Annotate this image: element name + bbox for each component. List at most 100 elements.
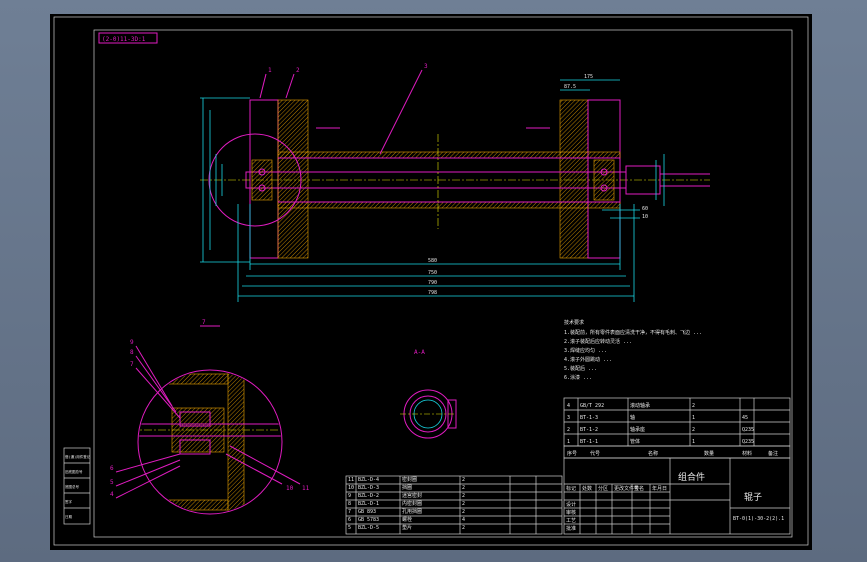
dim-10: 10 [642,214,648,220]
balloon-9: 9 [130,339,134,346]
balloon-11: 11 [302,485,310,492]
table-cell: 1 [692,415,695,421]
tube-bottom [277,201,621,209]
table-cell: 5 [348,525,351,531]
balloon-8: 8 [130,349,134,356]
balloon-6: 6 [110,465,114,472]
svg-text:5.装配后 ...: 5.装配后 ... [564,365,597,372]
cad-viewport[interactable]: (2-0)11-3D:1 [50,14,812,550]
right-bearing-housing [587,99,621,259]
table-cell: 迷宫密封 [402,492,422,499]
dim-60: 60 [642,206,648,212]
svg-text:底图总号: 底图总号 [65,484,79,489]
table-cell: 密封圈 [402,476,417,483]
svg-text:1.装配前，所有零件表面应清洗干净，不得有毛刺、飞边 ...: 1.装配前，所有零件表面应清洗干净，不得有毛刺、飞边 ... [564,329,702,336]
table-cell: BZL-D-5 [358,525,379,531]
svg-text:6.涂漆 ...: 6.涂漆 ... [564,374,592,381]
main-view: 580 750 790 798 175 87.5 60 10 1 2 3 [200,63,710,302]
dim-580: 580 [428,258,437,264]
table-cell: BT-1-1 [580,439,598,445]
dim-790: 790 [428,280,437,286]
svg-text:3.焊缝应均匀 ...: 3.焊缝应均匀 ... [564,347,607,354]
table-cell: 9 [348,493,351,499]
table-cell: 4 [567,403,570,409]
table-cell: 7 [348,509,351,515]
balloon-5: 5 [110,479,114,486]
svg-text:2.滚子装配后应转动灵活 ...: 2.滚子装配后应转动灵活 ... [564,338,632,345]
assembly-label: 组合件 [678,471,705,483]
table-cell: 45 [742,415,748,421]
svg-text:签字: 签字 [65,499,72,504]
dim-175: 175 [584,74,593,80]
sheet-outer-border [53,16,809,546]
table-cell: 10 [348,485,354,491]
sheet-inner-border [93,29,793,538]
svg-text:审核: 审核 [566,509,576,516]
table-cell: GB/T 292 [580,403,604,409]
table-cell: 孔用挡圈 [402,508,422,515]
detail-circle [208,133,302,227]
svg-text:旧底图总号: 旧底图总号 [65,469,83,474]
table-cell: 2 [462,477,465,483]
svg-text:更改文件号: 更改文件号 [614,485,639,492]
svg-text:序号: 序号 [567,450,577,457]
table-cell: 3 [567,415,570,421]
svg-text:处数: 处数 [582,485,592,492]
svg-text:签名: 签名 [634,485,644,492]
table-cell: 2 [462,525,465,531]
table-cell: 2 [692,403,695,409]
technical-notes: 技术要求 1.装配前，所有零件表面应清洗干净，不得有毛刺、飞边 ... 2.滚子… [564,319,702,381]
svg-text:日期: 日期 [65,514,72,519]
table-cell: Q235 [742,439,754,445]
table-cell: 轴 [630,414,635,421]
table-cell: 1 [567,439,570,445]
table-cell: BZL-D-1 [358,501,379,507]
svg-text:名称: 名称 [648,450,658,457]
svg-text:标记: 标记 [566,485,576,492]
left-bearing [251,159,273,201]
table-cell: 轴承座 [630,426,645,433]
svg-text:设计: 设计 [566,501,576,508]
dim-750: 750 [428,270,437,276]
table-cell: 螺栓 [402,516,412,523]
table-cell: 2 [462,501,465,507]
shaft-end [625,165,661,195]
svg-text:批准: 批准 [566,525,576,532]
svg-text:工艺: 工艺 [566,518,576,524]
dimension-lines [200,79,665,302]
balloon-1: 1 [268,67,272,74]
table-cell: BZL-D-3 [358,485,379,491]
dim-798: 798 [428,290,437,296]
table-cell: 垫片 [402,524,412,531]
table-cell: 内密封圈 [402,500,422,507]
drawing-canvas: (2-0)11-3D:1 [53,16,809,546]
table-cell: 管体 [630,438,640,445]
svg-text:借(通)用件登记: 借(通)用件登记 [65,454,91,459]
table-cell: BT-1-3 [580,415,598,421]
balloon-2: 2 [296,67,300,74]
table-cell: 2 [462,493,465,499]
table-cell: 2 [567,427,570,433]
table-cell: Q235 [742,427,754,433]
svg-text:年月日: 年月日 [652,485,667,492]
table-cell: BZL-D-4 [358,477,379,483]
table-cell: 11 [348,477,354,483]
detail-view: 7 9 8 7 6 5 4 10 11 [110,319,310,515]
table-cell: BT-1-2 [580,427,598,433]
table-cell: 2 [462,509,465,515]
part-name: 辊子 [744,491,762,503]
left-tube-wall [277,99,309,259]
notes-title: 技术要求 [564,319,584,326]
svg-text:备注: 备注 [768,450,778,457]
balloon-7: 7 [202,319,206,326]
table-cell: BZL-D-2 [358,493,379,499]
section-view: A-A [400,349,457,439]
table-cell: 挡圈 [402,484,412,491]
section-label: A-A [414,349,425,356]
table-cell: 1 [692,439,695,445]
balloon-4: 4 [110,491,114,498]
table-cell: GB 893 [358,509,376,515]
svg-text:材料: 材料 [742,450,752,457]
dim-87: 87.5 [564,84,576,90]
